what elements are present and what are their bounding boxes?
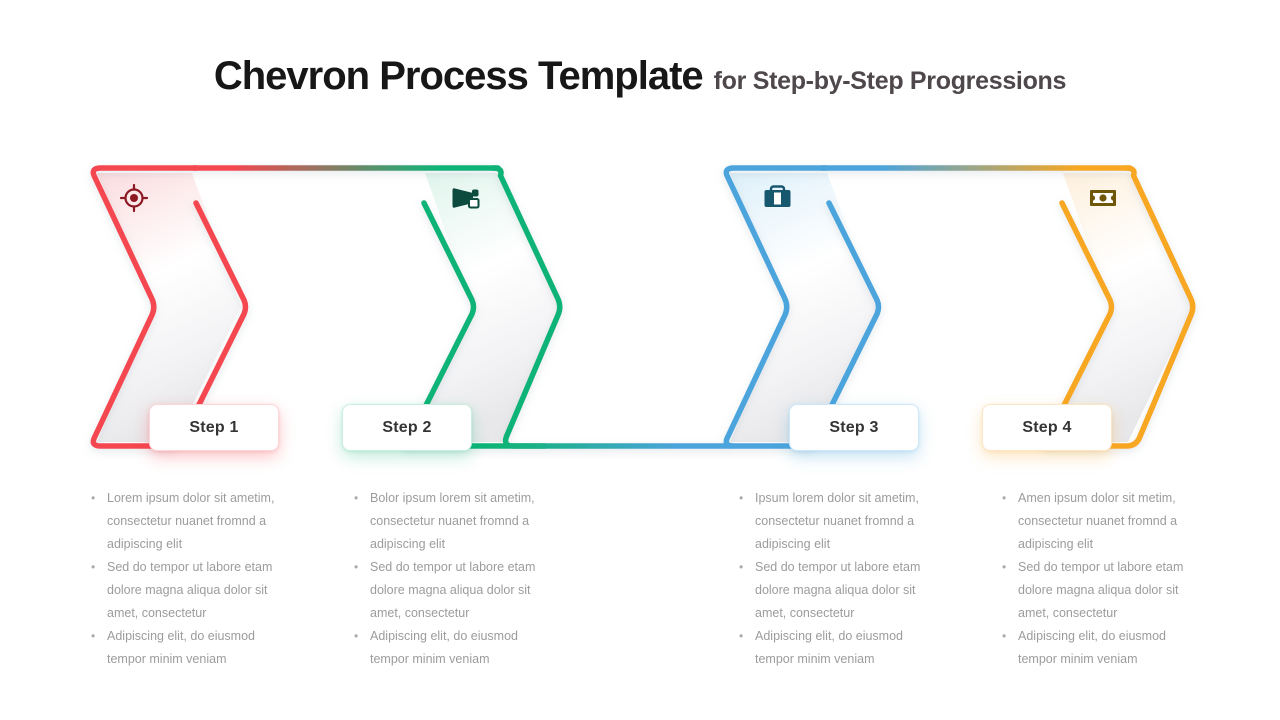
bullet-item: Lorem ipsum dolor sit ametim, consectetu… — [90, 487, 290, 556]
bullet-item: Sed do tempor ut labore etam dolore magn… — [90, 556, 290, 625]
slide-subtitle: for Step-by-Step Progressions — [713, 67, 1067, 95]
step-4-details: Amen ipsum dolor sit metim, consectetur … — [1001, 487, 1201, 671]
bullet-item: Amen ipsum dolor sit metim, consectetur … — [1001, 487, 1201, 556]
chevron-3-outer — [723, 165, 829, 449]
chevron-2-inner — [404, 200, 477, 446]
bullet-item: Bolor ipsum lorem sit ametim, consectetu… — [353, 487, 553, 556]
chevron-fills — [97, 173, 1193, 442]
bullet-item: Sed do tempor ut labore etam dolore magn… — [1001, 556, 1201, 625]
slide-header: Chevron Process Template for Step-by-Step… — [0, 54, 1280, 99]
chevron-4-fill — [1047, 173, 1193, 442]
bullet-item: Sed do tempor ut labore etam dolore magn… — [738, 556, 938, 625]
bullet-list: Lorem ipsum dolor sit ametim, consectetu… — [90, 487, 290, 671]
bullet-list: Ipsum lorem dolor sit ametim, consectetu… — [738, 487, 938, 671]
chevron-1-inner — [177, 200, 249, 446]
chevron-3-inner — [810, 200, 882, 446]
bullet-item: Sed do tempor ut labore etam dolore magn… — [353, 556, 553, 625]
bullet-item: Adipiscing elit, do eiusmod tempor minim… — [90, 625, 290, 671]
step-3-details: Ipsum lorem dolor sit ametim, consectetu… — [738, 487, 938, 671]
chevron-3-fill — [730, 173, 877, 442]
slide-title: Chevron Process Template — [213, 54, 704, 98]
bullet-item: Adipiscing elit, do eiusmod tempor minim… — [738, 625, 938, 671]
bullet-item: Adipiscing elit, do eiusmod tempor minim… — [1001, 625, 1201, 671]
step-4-label: Step 4 — [982, 404, 1112, 451]
banknote-icon — [1089, 190, 1117, 206]
step-2-label: Step 2 — [342, 404, 472, 451]
chevron-4-inner — [1042, 200, 1115, 446]
bullet-item: Adipiscing elit, do eiusmod tempor minim… — [353, 625, 553, 671]
target-icon — [119, 183, 149, 213]
bullet-item: Ipsum lorem dolor sit ametim, consectetu… — [738, 487, 938, 556]
bullet-list: Amen ipsum dolor sit metim, consectetur … — [1001, 487, 1201, 671]
briefcase-icon — [764, 185, 791, 207]
chevron-1-fill — [97, 173, 241, 442]
chevron-2-fill — [408, 173, 559, 442]
bullet-list: Bolor ipsum lorem sit ametim, consectetu… — [353, 487, 553, 671]
megaphone-icon — [452, 188, 480, 209]
step-3-label: Step 3 — [789, 404, 919, 451]
step-2-details: Bolor ipsum lorem sit ametim, consectetu… — [353, 487, 553, 671]
chevron-1-outer — [90, 165, 199, 449]
step-1-label: Step 1 — [149, 404, 279, 451]
step-1-details: Lorem ipsum dolor sit ametim, consectetu… — [90, 487, 290, 671]
chevron-4-outer — [1043, 165, 1196, 449]
